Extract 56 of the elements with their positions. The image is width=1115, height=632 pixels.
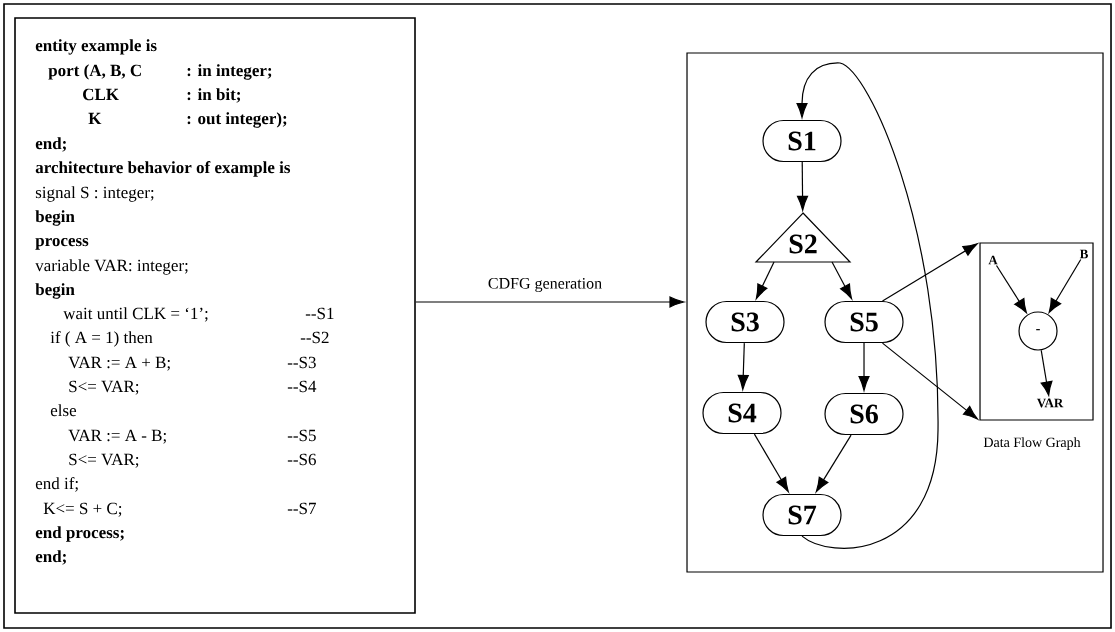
code-line: else xyxy=(50,404,77,417)
arrow xyxy=(881,342,978,420)
code-line: VAR := A + B; xyxy=(68,356,170,371)
code-line: port (A, B, C xyxy=(48,64,141,80)
arrow xyxy=(796,62,939,549)
input-label: B xyxy=(1079,249,1088,259)
code-line: VAR := A - B; xyxy=(68,429,166,444)
state-node: S6 xyxy=(824,392,904,436)
code-line: : in bit; xyxy=(187,88,241,103)
arrow xyxy=(755,261,775,300)
arrow xyxy=(753,433,789,493)
code-line: begin xyxy=(35,210,75,226)
code-line: if ( A = 1) then xyxy=(50,331,153,347)
code-line: signal S : integer; xyxy=(35,186,154,202)
code-line: K xyxy=(88,112,102,124)
code-line: --S3 xyxy=(287,356,316,369)
arrow xyxy=(881,243,978,302)
code-line: --S4 xyxy=(287,380,317,393)
state-node: S1 xyxy=(762,119,842,163)
code-line: end; xyxy=(35,550,66,565)
code-line: wait until CLK = ‘1’; xyxy=(63,307,208,322)
code-line: begin xyxy=(35,283,75,299)
code-line: K<= S + C; xyxy=(43,502,122,517)
code-line: entity example is xyxy=(35,39,157,55)
code-line: variable VAR: integer; xyxy=(35,259,188,275)
input-label: A xyxy=(988,255,998,265)
arrow xyxy=(815,434,852,493)
code-line: --S1 xyxy=(305,307,334,320)
output-label: VAR xyxy=(1036,398,1064,408)
arrow xyxy=(858,342,870,391)
code-line: : out integer); xyxy=(187,112,287,128)
code-line: : in integer; xyxy=(187,64,272,80)
code-line: process xyxy=(35,237,89,250)
state-node: S3 xyxy=(705,300,785,344)
arrow xyxy=(831,261,853,300)
edge-label: CDFG generation xyxy=(486,277,604,294)
code-line: --S5 xyxy=(287,429,316,442)
arrow xyxy=(1040,349,1053,396)
code-line: --S7 xyxy=(287,502,316,515)
code-line: CLK xyxy=(83,88,119,101)
code-line: end; xyxy=(35,137,66,152)
state-node: S4 xyxy=(702,391,782,435)
arrow xyxy=(737,342,749,390)
code-line: architecture behavior of example is xyxy=(35,161,291,177)
state-node: S5 xyxy=(824,300,904,344)
box-caption: Data Flow Graph xyxy=(983,437,1081,450)
graph-box xyxy=(686,52,1104,573)
code-line: --S2 xyxy=(300,331,329,344)
arrow xyxy=(796,161,809,211)
arrow xyxy=(415,296,685,308)
code-line: end process; xyxy=(35,526,124,542)
code-line: --S6 xyxy=(287,453,316,466)
code-line: S<= VAR; xyxy=(69,453,139,468)
code-line: end if; xyxy=(35,477,78,492)
state-node: S7 xyxy=(762,493,842,537)
code-line: S<= VAR; xyxy=(69,380,139,395)
